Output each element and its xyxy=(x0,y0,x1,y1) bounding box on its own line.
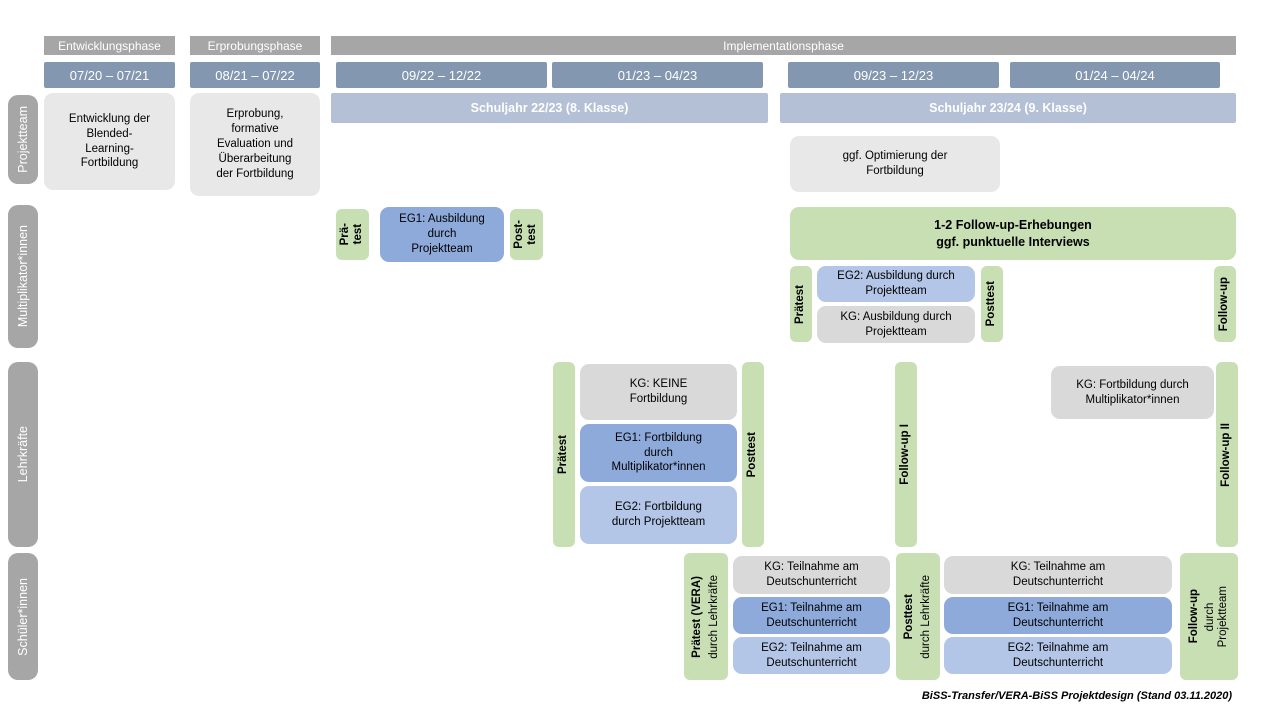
vertical-sublabel: durch Lehrkräfte xyxy=(707,574,720,659)
row-label-text: Schüler*innen xyxy=(15,577,30,656)
school-year-23-24: Schuljahr 23/24 (9. Klasse) xyxy=(780,93,1236,123)
multiplikator-posttest2-bar: Posttest xyxy=(981,266,1003,342)
row-label-text: Projektteam xyxy=(15,106,30,173)
schueler-eg2a-box: EG2: Teilnahme am Deutschunterricht xyxy=(733,637,890,674)
lehrkraefte-followup2-bar: Follow-up II xyxy=(1216,362,1238,547)
vertical-label: Posttest xyxy=(903,593,916,640)
multiplikator-eg2-box: EG2: Ausbildung durch Projektteam xyxy=(817,266,975,302)
date-range-4: 01/23 – 04/23 xyxy=(552,62,763,88)
multiplikator-followup-bar: Follow-up xyxy=(1214,266,1236,342)
row-label-text: Multiplikator*innen xyxy=(15,225,30,328)
vertical-label: Follow-up II xyxy=(1220,422,1233,487)
date-range-2: 08/21 – 07/22 xyxy=(190,62,320,88)
phase-erprobungsphase: Erprobungsphase xyxy=(190,36,320,55)
lehrkraefte-followup1-bar: Follow-up I xyxy=(895,362,917,547)
schueler-kg2-box: KG: Teilnahme am Deutschunterricht xyxy=(944,556,1172,594)
row-label-text: Lehrkräfte xyxy=(15,426,30,483)
schueler-eg2b-box: EG2: Teilnahme am Deutschunterricht xyxy=(944,637,1172,674)
multiplikator-kg-box: KG: Ausbildung durch Projektteam xyxy=(817,306,975,343)
lehrkraefte-kg-box: KG: KEINE Fortbildung xyxy=(580,364,737,420)
row-label-projektteam: Projektteam xyxy=(8,95,38,184)
projektteam-optimierung-box: ggf. Optimierung der Fortbildung xyxy=(790,136,1000,192)
schueler-posttest-bar: Posttest durch Lehrkräfte xyxy=(896,553,940,680)
vertical-label: Post- test xyxy=(513,220,539,249)
lehrkraefte-posttest-bar: Posttest xyxy=(742,362,764,547)
row-label-schueler: Schüler*innen xyxy=(8,553,38,680)
multiplikator-eg1-box: EG1: Ausbildung durch Projektteam xyxy=(380,207,504,262)
phase-entwicklungsphase: Entwicklungsphase xyxy=(44,36,175,55)
schueler-eg1b-box: EG1: Teilnahme am Deutschunterricht xyxy=(944,597,1172,634)
vertical-label: Prätest (VERA) xyxy=(691,575,704,658)
date-range-5: 09/23 – 12/23 xyxy=(788,62,999,88)
caption: BiSS-Transfer/VERA-BiSS Projektdesign (S… xyxy=(921,690,1232,702)
vertical-label: Prätest xyxy=(794,284,807,324)
vertical-label: Posttest xyxy=(985,281,998,327)
vertical-label: Posttest xyxy=(746,431,759,478)
multiplikator-praetest-bar: Prä- test xyxy=(336,209,369,260)
vertical-sublabel: durch Lehrkräfte xyxy=(919,574,932,659)
schueler-praetest-bar: Prätest (VERA) durch Lehrkräfte xyxy=(684,553,728,680)
date-range-6: 01/24 – 04/24 xyxy=(1010,62,1220,88)
row-label-lehrkraefte: Lehrkräfte xyxy=(8,362,38,547)
multiplikator-posttest-bar: Post- test xyxy=(510,209,543,260)
projektteam-entwicklung-box: Entwicklung der Blended- Learning- Fortb… xyxy=(44,93,175,190)
lehrkraefte-praetest-bar: Prätest xyxy=(553,362,575,547)
vertical-label: Prätest xyxy=(557,435,570,474)
vertical-sublabel: durch Projektteam xyxy=(1203,585,1230,648)
row-label-multiplikatoren: Multiplikator*innen xyxy=(8,205,38,348)
school-year-22-23: Schuljahr 22/23 (8. Klasse) xyxy=(331,93,768,123)
schueler-followup-bar: Follow-up durch Projektteam xyxy=(1180,553,1238,680)
projektteam-erprobung-box: Erprobung, formative Evaluation und Über… xyxy=(190,93,320,196)
multiplikator-praetest2-bar: Prätest xyxy=(790,266,812,342)
vertical-label: Follow-up xyxy=(1218,276,1231,332)
vertical-label: Follow-up I xyxy=(899,424,912,485)
lehrkraefte-eg1-box: EG1: Fortbildung durch Multiplikator*inn… xyxy=(580,424,737,482)
vertical-label: Prä- test xyxy=(339,223,365,246)
date-range-3: 09/22 – 12/22 xyxy=(336,62,547,88)
lehrkraefte-kg2-box: KG: Fortbildung durch Multiplikator*inne… xyxy=(1051,366,1214,419)
lehrkraefte-eg2-box: EG2: Fortbildung durch Projektteam xyxy=(580,486,737,544)
multiplikator-followup-erhebungen-box: 1-2 Follow-up-Erhebungen ggf. punktuelle… xyxy=(790,207,1236,260)
vertical-label: Follow-up xyxy=(1187,589,1200,644)
schueler-kg1-box: KG: Teilnahme am Deutschunterricht xyxy=(733,556,890,594)
schueler-eg1a-box: EG1: Teilnahme am Deutschunterricht xyxy=(733,597,890,634)
phase-implementationsphase: Implementationsphase xyxy=(331,36,1236,55)
date-range-1: 07/20 – 07/21 xyxy=(44,62,175,88)
